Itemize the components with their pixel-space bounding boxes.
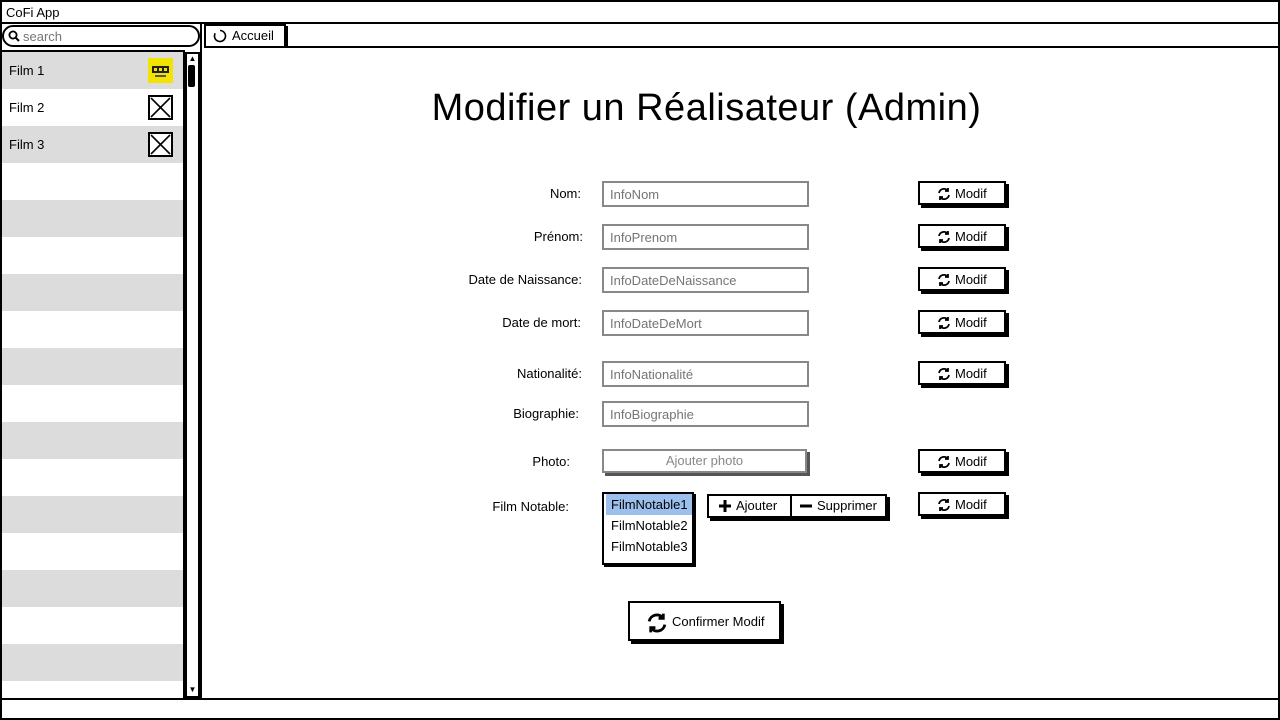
list-item-film-2[interactable]: Film 2	[2, 89, 183, 126]
tab-label: Accueil	[232, 28, 274, 43]
scrollbar-track[interactable]	[185, 52, 200, 698]
list-item-empty	[2, 496, 183, 533]
list-item-empty	[2, 237, 183, 274]
page-title: Modifier un Réalisateur (Admin)	[431, 87, 982, 129]
refresh-icon	[938, 499, 950, 511]
minus-icon	[800, 504, 812, 508]
biographie-field[interactable]	[602, 401, 809, 427]
date-naissance-label: Date de Naissance:	[468, 272, 582, 287]
scroll-down-icon[interactable]: ▼	[188, 685, 197, 694]
list-item-label: Film 3	[9, 137, 45, 152]
modif-button-label: Modif	[955, 366, 987, 381]
add-film-button[interactable]: Ajouter	[709, 496, 790, 516]
modif-button-label: Modif	[955, 186, 987, 201]
list-item-empty	[2, 200, 183, 237]
list-item-empty	[2, 681, 183, 698]
modif-date-naissance-button[interactable]: Modif	[918, 267, 1006, 291]
nationalite-label: Nationalité:	[516, 366, 582, 381]
list-item-empty	[2, 348, 183, 385]
refresh-icon	[647, 613, 667, 633]
film-notable-actions: Ajouter Supprimer	[707, 494, 887, 518]
modif-date-mort-button[interactable]: Modif	[918, 310, 1006, 334]
confirm-modif-label: Confirmer Modif	[672, 614, 765, 629]
main-content: Accueil Modifier un Réalisateur (Admin) …	[204, 24, 1280, 698]
list-item-empty	[2, 385, 183, 422]
film-notable-option[interactable]: FilmNotable2	[611, 518, 688, 533]
list-item-empty	[2, 607, 183, 644]
refresh-icon	[938, 188, 950, 200]
film-notable-label: Film Notable:	[492, 499, 569, 514]
scrollbar-thumb[interactable]	[188, 65, 195, 87]
image-placeholder-icon	[148, 95, 173, 120]
nationalite-field[interactable]	[602, 361, 809, 387]
refresh-icon	[938, 456, 950, 468]
list-item-empty	[2, 533, 183, 570]
prenom-field[interactable]	[602, 224, 809, 250]
list-item-label: Film 2	[9, 100, 45, 115]
list-item-film-3[interactable]: Film 3	[2, 126, 183, 163]
title-bar: CoFi App	[2, 2, 1278, 24]
film-poster-icon	[148, 58, 173, 83]
prenom-label: Prénom:	[533, 229, 583, 244]
film-notable-option[interactable]: FilmNotable1	[606, 494, 692, 515]
image-placeholder-icon	[148, 132, 173, 157]
modif-nationalite-button[interactable]: Modif	[918, 361, 1006, 385]
film-notable-listbox[interactable]: FilmNotable1 FilmNotable2 FilmNotable3	[602, 492, 694, 565]
modif-button-label: Modif	[955, 454, 987, 469]
search-box[interactable]	[2, 25, 200, 47]
list-item-empty	[2, 311, 183, 348]
date-naissance-field[interactable]	[602, 267, 809, 293]
list-item-film-1[interactable]: Film 1	[2, 52, 183, 89]
search-input[interactable]	[23, 28, 193, 44]
segment-divider	[790, 496, 792, 516]
app-title: CoFi App	[6, 5, 60, 20]
modif-button-label: Modif	[955, 497, 987, 512]
modif-prenom-button[interactable]: Modif	[918, 224, 1006, 248]
date-mort-label: Date de mort:	[502, 315, 581, 330]
modif-film-notable-button[interactable]: Modif	[918, 492, 1006, 516]
add-film-label: Ajouter	[736, 498, 778, 513]
list-item-empty	[2, 163, 183, 200]
date-mort-field[interactable]	[602, 310, 809, 336]
list-item-empty	[2, 644, 183, 681]
sidebar: Film 1 Film 2 Film 3	[2, 24, 202, 698]
nom-field[interactable]	[602, 181, 809, 207]
content-frame	[204, 46, 1280, 698]
film-notable-option[interactable]: FilmNotable3	[611, 539, 688, 554]
remove-film-button[interactable]: Supprimer	[792, 496, 885, 516]
scroll-up-icon[interactable]: ▲	[188, 54, 197, 63]
confirm-modif-button[interactable]: Confirmer Modif	[628, 601, 781, 641]
add-photo-button[interactable]: Ajouter photo	[602, 449, 807, 473]
modif-button-label: Modif	[955, 229, 987, 244]
list-item-empty	[2, 274, 183, 311]
photo-label: Photo:	[532, 454, 570, 469]
modif-photo-button[interactable]: Modif	[918, 449, 1006, 473]
remove-film-label: Supprimer	[817, 498, 877, 513]
refresh-icon	[938, 317, 950, 329]
modif-button-label: Modif	[955, 272, 987, 287]
list-item-empty	[2, 422, 183, 459]
list-item-empty	[2, 570, 183, 607]
sidebar-scrollbar[interactable]: ▲ ▼	[185, 52, 200, 698]
refresh-icon	[938, 231, 950, 243]
refresh-icon	[938, 274, 950, 286]
refresh-icon	[938, 368, 950, 380]
list-item-label: Film 1	[9, 63, 45, 78]
status-bar	[2, 698, 1278, 718]
modif-nom-button[interactable]: Modif	[918, 181, 1006, 205]
tab-accueil[interactable]: Accueil	[204, 24, 286, 46]
list-item-empty	[2, 459, 183, 496]
biographie-label: Biographie:	[513, 406, 579, 421]
home-icon	[213, 29, 227, 43]
modif-button-label: Modif	[955, 315, 987, 330]
nom-label: Nom:	[549, 186, 581, 201]
film-list: Film 1 Film 2 Film 3	[2, 50, 185, 698]
search-icon	[8, 30, 20, 42]
plus-icon	[719, 500, 731, 512]
